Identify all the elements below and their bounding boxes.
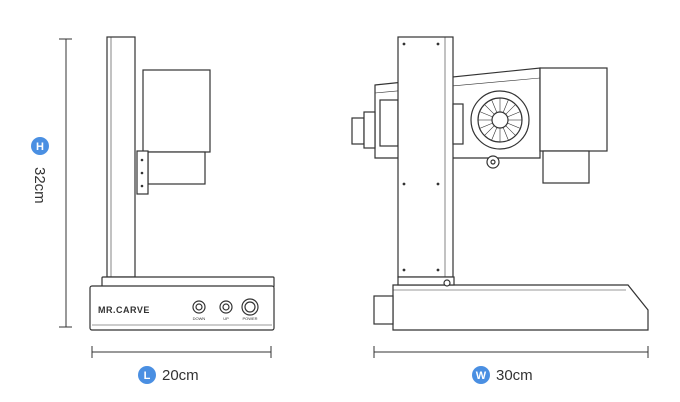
length-label: 20cm [162, 367, 199, 384]
height-dimension [59, 38, 72, 328]
brand-logo: MR.CARVE [98, 305, 150, 315]
button-label-down: DOWN [193, 316, 206, 321]
side-bracket-screw-1 [140, 158, 144, 162]
width-badge-letter: W [476, 370, 487, 382]
side-button-down-inner [195, 303, 203, 311]
width-dimension [373, 346, 649, 358]
side-bracket-screw-2 [140, 171, 144, 175]
front-arm-plug [351, 117, 365, 145]
front-base-knob [443, 279, 451, 287]
height-badge: H [31, 137, 49, 155]
width-label: 30cm [496, 367, 533, 384]
button-label-up: UP [223, 316, 229, 321]
button-label-power: POWER [242, 316, 257, 321]
side-button-up-inner [222, 303, 230, 311]
front-column-screws [402, 42, 440, 272]
height-badge-letter: H [36, 141, 44, 153]
front-base-top [397, 276, 455, 286]
front-hook-hole [490, 159, 496, 165]
screw-icon [402, 182, 406, 186]
front-fan-blades [478, 98, 522, 142]
length-badge-circle [138, 366, 156, 384]
side-base [89, 285, 275, 331]
width-badge: W [472, 366, 490, 384]
height-badge-circle [31, 137, 49, 155]
side-view-machine [89, 36, 275, 331]
length-badge-letter: L [144, 370, 151, 382]
front-column [397, 36, 454, 278]
length-dimension [91, 346, 272, 358]
front-vent-left [379, 99, 399, 147]
side-bracket-screw-3 [140, 184, 144, 188]
front-fan-hub [491, 111, 509, 129]
screw-icon [436, 182, 440, 186]
screw-icon [402, 42, 406, 46]
front-laser-head [539, 67, 608, 152]
screw-icon [402, 268, 406, 272]
height-label: 32cm [31, 167, 48, 204]
screw-icon [436, 42, 440, 46]
side-laser-head [142, 69, 211, 153]
side-button-power-inner [244, 301, 256, 313]
front-vent-right [452, 103, 464, 145]
screw-icon [436, 268, 440, 272]
side-lens-block [147, 151, 206, 185]
front-lens-block [542, 150, 590, 184]
front-base [392, 284, 649, 331]
front-base-plug [373, 295, 394, 325]
front-arm-plug-neck [363, 111, 376, 149]
front-view-machine [351, 36, 649, 331]
width-badge-circle [472, 366, 490, 384]
length-badge: L [138, 366, 156, 384]
